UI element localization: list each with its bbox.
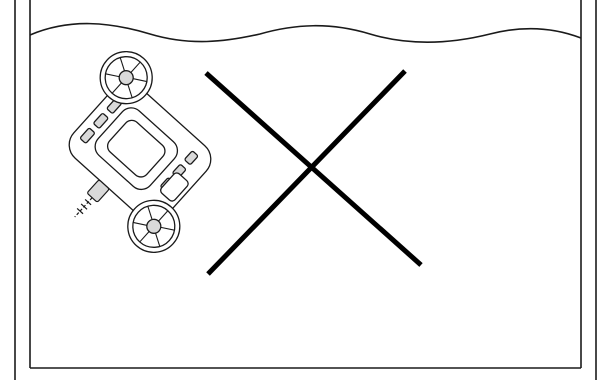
pool-cleaner-robot <box>68 51 212 253</box>
cross-mark-stroke-1 <box>204 71 423 267</box>
robot-handle <box>160 172 189 202</box>
cross-mark-stroke-2 <box>206 69 407 276</box>
robot-cable-connector <box>74 179 110 218</box>
cross-mark <box>204 69 423 276</box>
robot-inner-window <box>106 119 166 178</box>
robot-wheel-front <box>99 51 153 105</box>
water-surface <box>29 22 582 44</box>
robot-wheel-rear <box>127 199 181 253</box>
pool-container <box>14 0 597 380</box>
